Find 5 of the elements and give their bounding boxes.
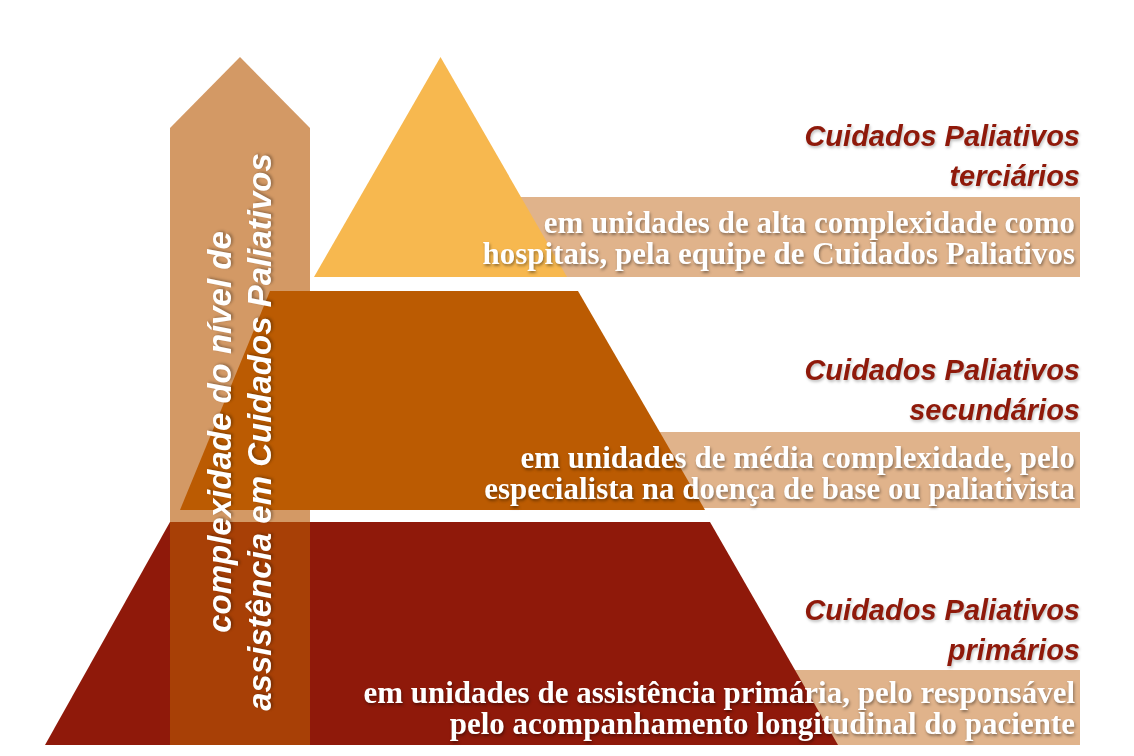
level-heading: Cuidados Paliativos secundários	[803, 353, 1080, 428]
level-heading: Cuidados Paliativos primários	[803, 593, 1080, 668]
description-text: em unidades de alta complexidade como hospitais, pela equipe de Cuidados Paliativos	[481, 207, 1075, 269]
vertical-label: complexidade do nível de assistência em Cuidados Paliativos	[200, 152, 279, 713]
level-heading: Cuidados Paliativos terciários	[803, 119, 1080, 194]
